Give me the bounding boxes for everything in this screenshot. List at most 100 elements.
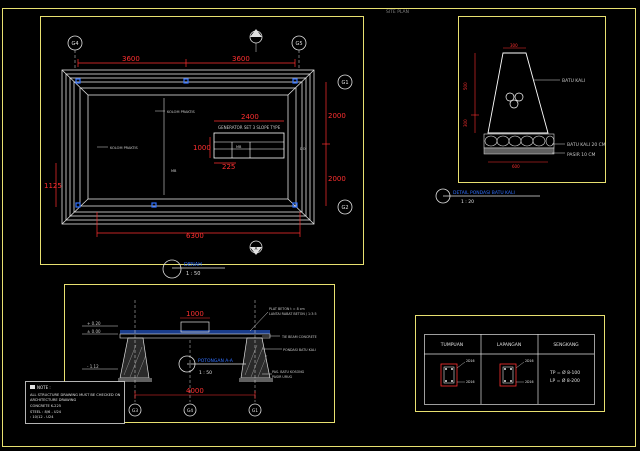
dim-inner-width: 2400	[241, 113, 259, 121]
notes-heading: NOTE :	[37, 385, 51, 390]
label-mb-side: MB	[236, 145, 242, 149]
note-pas: PAS. BATU KOSONG	[272, 370, 305, 374]
label-mb-center: MB	[171, 169, 177, 173]
pondasi-dimension-lines	[471, 47, 548, 163]
grid-bubble-g1-right: G1	[337, 74, 353, 90]
section-grid-g3: G3	[128, 403, 142, 417]
label-batu-kali-20: BATU KALI 20 CM	[567, 142, 606, 148]
column-markers	[75, 78, 298, 208]
generator-set: GENERATOR SET 3 SLOPE TYPE MB	[213, 125, 285, 159]
rebar-header-tumpuan: TUMPUAN	[440, 342, 463, 348]
plan-title-block: DENAH 1 : 50	[162, 259, 225, 279]
grid-bubble-g4-top: G4	[67, 35, 83, 70]
rebar-header-sengkang: SENGKANG	[553, 342, 579, 348]
label-do: DO	[300, 147, 306, 151]
notes-line-3: CONCRETE K-225	[30, 404, 61, 408]
tumpuan-top: 2D16	[466, 359, 475, 363]
level-1: + 0.20	[87, 321, 101, 326]
notes-line-5: : 10/12 - U24	[30, 415, 54, 419]
pondasi-height-upper: 500	[463, 82, 468, 90]
pondasi-title: DETAIL PONDASI BATU KALI	[453, 190, 515, 196]
note-pondasi: PONDASI BATU KALI	[283, 348, 316, 352]
section-grid-lines	[134, 300, 256, 402]
rebar-table: TUMPUAN LAPANGAN SENGKANG 2D16 2D16 2D16…	[415, 315, 605, 412]
svg-text:G5: G5	[295, 41, 302, 47]
stones	[505, 92, 524, 109]
svg-text:G4: G4	[71, 41, 78, 47]
notes-line-1: ALL STRUCTURE DRAWING MUST BE CHECKED ON	[30, 393, 121, 397]
section-footings	[119, 337, 271, 379]
section-dim-inner: 1000	[186, 310, 204, 318]
svg-text:G1: G1	[252, 408, 258, 414]
section-dim-overall: 4000	[186, 387, 204, 395]
note-plat: PLAT BETON t = 8 cm	[269, 307, 305, 311]
dim-right-upper: 2000	[328, 112, 346, 120]
dim-inner-small: 225	[222, 163, 235, 171]
plan-view: GENERATOR SET 3 SLOPE TYPE MB KOLOM PRAK…	[40, 16, 364, 279]
grid-bubble-g5-top: G5	[291, 35, 307, 70]
pondasi-bottom-width: 600	[512, 164, 520, 169]
note-pasir: PASIR URUG	[272, 375, 293, 379]
pasir-right	[239, 378, 273, 382]
note-lantai: LANTAI RABAT BETON / 1:3:5	[269, 312, 317, 316]
label-batu-kali: BATU KALI	[562, 78, 585, 84]
section-title: POTONGAN A-A	[198, 358, 234, 364]
label-pasir: PASIR 10 CM	[567, 152, 596, 158]
level-3: - 1.12	[87, 364, 99, 369]
lapangan-top: 2D16	[525, 359, 534, 363]
plan-scale: 1 : 50	[186, 271, 200, 277]
tie-beam	[119, 333, 271, 339]
pondasi-leaders	[534, 79, 565, 154]
section-marker-bottom: A	[249, 240, 263, 255]
dim-bottom: 6300	[186, 232, 204, 240]
section-grid-g4: G4	[183, 403, 197, 417]
note-sloof: TIE BEAM CONCRETE	[281, 335, 317, 339]
section-grid-g1: G1	[248, 403, 262, 417]
generator-base	[180, 321, 210, 333]
dim-left: 1125	[44, 182, 62, 190]
plan-title: DENAH	[184, 262, 202, 268]
pondasi-scale: 1 : 20	[461, 199, 474, 205]
svg-text:G4: G4	[187, 408, 193, 414]
sheet-border	[2, 8, 636, 447]
batu-kali-base	[483, 133, 555, 149]
notes-line-4: STEEL : 8/6 - U24	[30, 410, 62, 414]
tumpuan-bottom: 2D16	[466, 380, 475, 384]
svg-text:G2: G2	[341, 205, 348, 211]
plan-frame	[40, 16, 364, 265]
notes-line-2: ARCHITECTURE DRAWING	[30, 398, 76, 402]
sengkang-tp: TP = Ø 8-100	[549, 369, 580, 376]
tumpuan-section: 2D16 2D16	[440, 359, 475, 387]
pondasi-title-block: DETAIL PONDASI BATU KALI 1 : 20	[435, 188, 540, 205]
footing-outline	[487, 52, 549, 134]
dim-inner-height: 1000	[193, 144, 211, 152]
dim-top-right: 3600	[232, 55, 250, 63]
lapangan-bottom: 2D16	[525, 380, 534, 384]
rebar-frame	[415, 315, 605, 412]
pondasi-detail: 300 500 300 600 BATU KALI BATU KALI 20 C…	[435, 16, 606, 205]
notes-box: NOTE : ALL STRUCTURE DRAWING MUST BE CHE…	[25, 381, 125, 424]
label-kolom-praktis-1: KOLOM PRAKTIS	[167, 110, 196, 114]
dim-right-lower: 2000	[328, 175, 346, 183]
pasir-layer	[483, 147, 555, 155]
pondasi-top-width: 300	[510, 43, 518, 48]
section-frame	[64, 284, 335, 423]
plan-dimension-lines	[55, 59, 330, 237]
dim-top-left: 3600	[122, 55, 140, 63]
section-view: + 0.20 ± 0.00 - 1.12 1000 4000 G3 G4	[64, 284, 335, 423]
level-lines	[82, 325, 118, 370]
section-title-block: POTONGAN A-A 1 : 50	[178, 355, 246, 376]
label-generator: GENERATOR SET 3 SLOPE TYPE	[218, 125, 281, 130]
svg-text:G1: G1	[341, 80, 348, 86]
sengkang-lp: LP = Ø 8-200	[550, 377, 580, 384]
rebar-header-lapangan: LAPANGAN	[497, 342, 522, 348]
svg-text:A: A	[255, 37, 258, 42]
section-dimension-lines	[134, 317, 256, 399]
section-marker-top: A	[249, 29, 263, 52]
section-leaders	[249, 311, 282, 375]
label-kolom-praktis-2: KOLOM PRAKTIS	[110, 146, 139, 150]
sheet-header-label: SITE PLAN	[386, 9, 409, 15]
svg-text:A: A	[255, 246, 258, 251]
section-scale: 1 : 50	[199, 370, 212, 376]
